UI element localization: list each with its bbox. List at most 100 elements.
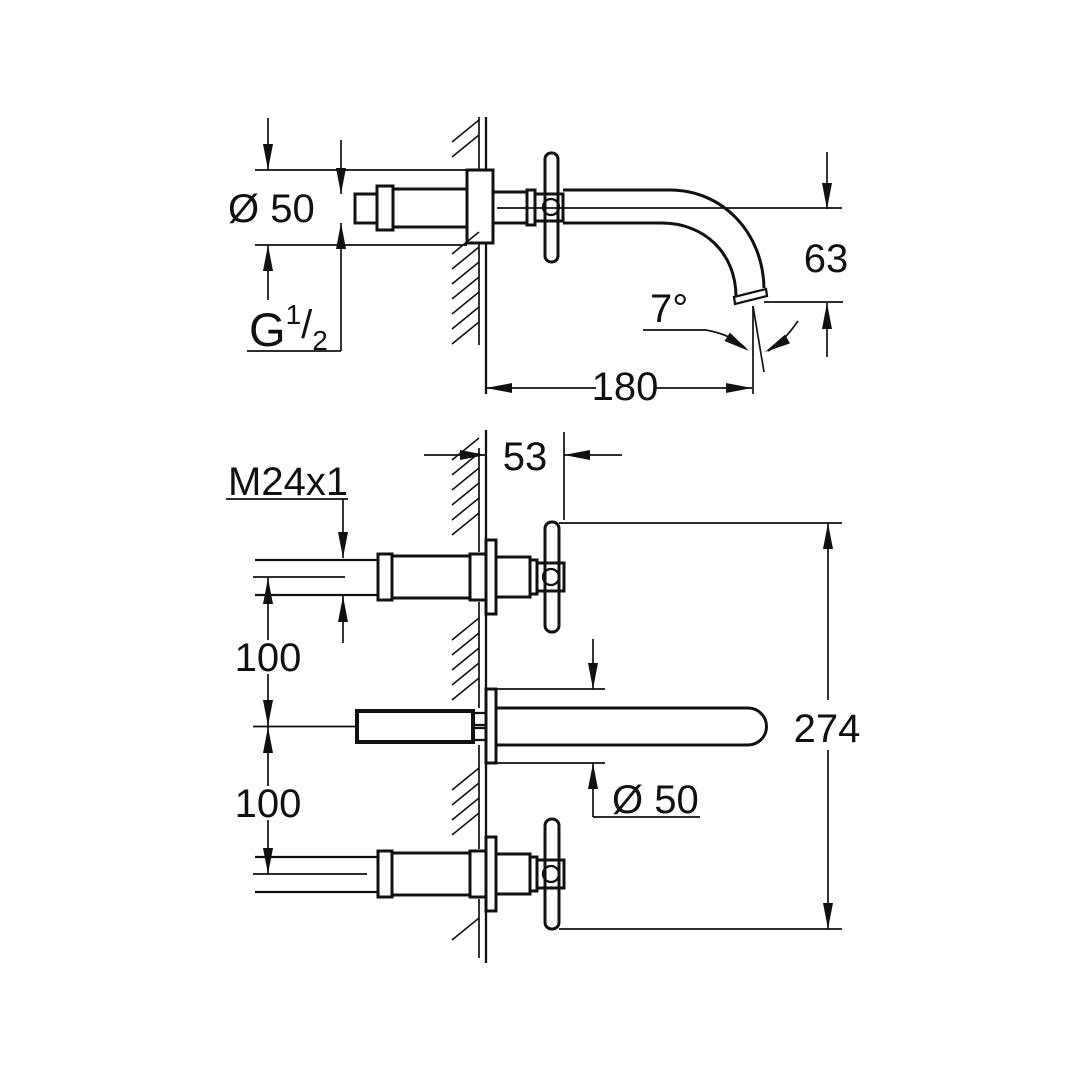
dim-label-63: 63 <box>804 237 849 281</box>
upper-valve-assembly <box>255 520 566 634</box>
dim-escutcheon-dia50-plan: Ø 50 <box>496 639 700 822</box>
dim-reach-180: 180 <box>486 365 752 409</box>
dimension-arrowhead <box>338 532 348 558</box>
dimension-arrowhead <box>263 727 273 753</box>
valve-end-cap <box>376 849 394 899</box>
top-cross-handle <box>491 151 842 264</box>
dim-label-100-upper: 100 <box>235 636 302 680</box>
top-spout <box>563 188 769 306</box>
cross-handle-bar <box>543 151 560 264</box>
handle-hub <box>535 858 566 890</box>
wall-hatch-tick <box>451 482 480 506</box>
valve-body <box>390 851 472 897</box>
spout-inner-profile <box>563 221 738 298</box>
wall-hatch-tick <box>451 246 480 270</box>
dimension-arrowhead <box>336 168 346 194</box>
bottom-view: 53 M24x1 100 100 <box>226 430 860 963</box>
valve-body <box>390 554 472 600</box>
dim-thread-m24x1: M24x1 <box>226 460 348 643</box>
dim-angle-7deg: 7° <box>643 287 799 394</box>
top-wall-hatch-lower <box>451 231 480 345</box>
dim-projection-53: 53 <box>424 432 622 520</box>
dim-label-7deg: 7° <box>650 287 688 331</box>
spout-outlet <box>732 287 769 306</box>
wall-hatch-tick <box>451 119 480 143</box>
top-wall-hatch <box>451 119 480 158</box>
top-valve-body <box>353 184 469 232</box>
dimension-arrowhead <box>263 848 273 874</box>
dimension-arrowhead <box>823 903 833 929</box>
dimension-arrowhead <box>726 383 752 393</box>
valve-wall-collar <box>468 552 488 602</box>
handle-hub <box>535 561 566 593</box>
wall-hatch-tick <box>451 617 480 641</box>
dimension-arrowhead <box>338 596 348 622</box>
wall-hatch-tick <box>451 782 480 806</box>
wall-hatch-tick <box>451 797 480 821</box>
top-view: Ø 50 G1/2 63 7° <box>228 117 848 409</box>
valve-end-cap <box>376 552 394 602</box>
wall-hatch-tick <box>451 467 480 491</box>
dimension-arrowhead <box>263 245 273 271</box>
spindle-housing <box>494 852 532 896</box>
wall-hatch-tick <box>451 134 480 158</box>
dim-escutcheon-diameter: Ø 50 <box>228 118 467 300</box>
dimension-arrowhead <box>564 450 590 460</box>
wall-hatch-tick <box>451 632 480 656</box>
spindle-housing <box>494 555 532 599</box>
dimension-arrowhead <box>823 523 833 549</box>
dim-label-dia50-plan: Ø 50 <box>612 778 699 822</box>
valve-cartridge <box>391 187 469 229</box>
dim-label-m24x1: M24x1 <box>228 460 348 504</box>
dim-hole-spacing: 100 100 <box>235 576 367 875</box>
dimension-arrowhead <box>822 303 832 329</box>
dimension-arrowhead <box>460 450 486 460</box>
spout-rounded-end <box>747 706 768 747</box>
wall-hatch-tick <box>451 261 480 285</box>
wall-hatch-tick <box>451 767 480 791</box>
dimension-arrowhead <box>336 223 346 249</box>
dimension-arrowhead <box>486 383 512 393</box>
wall-hatch-tick <box>451 677 480 701</box>
spout-assembly-plan <box>253 706 768 747</box>
dim-spout-drop-63: 63 <box>764 152 848 357</box>
dim-label-53: 53 <box>503 435 548 479</box>
spout-outer-profile <box>563 188 766 289</box>
dimension-arrowhead <box>822 183 832 209</box>
wall-hatch-tick <box>451 512 480 536</box>
wall-hatch-tick <box>451 437 480 461</box>
inlet-nipple <box>353 192 379 225</box>
spout-nut-lower <box>471 726 488 742</box>
wall-hatch-tick <box>451 917 480 941</box>
dim-label-274: 274 <box>794 707 861 751</box>
valve-collar <box>375 184 395 232</box>
spout-nut-upper <box>471 711 488 727</box>
wall-hatch-tick <box>451 291 480 315</box>
dim-label-180: 180 <box>592 365 659 409</box>
spout-connector-body <box>355 709 475 744</box>
cross-handle-bar <box>543 817 561 931</box>
wall-hatch-tick <box>451 497 480 521</box>
bottom-wall <box>451 430 488 963</box>
wall-hatch-tick <box>451 321 480 345</box>
dim-label-100-lower: 100 <box>235 782 302 826</box>
dimension-arrowhead <box>588 763 598 789</box>
wall-hatch-tick <box>451 276 480 300</box>
bottom-wall-hatch <box>451 437 480 941</box>
valve-wall-collar <box>468 849 488 899</box>
wall-hatch-tick <box>451 647 480 671</box>
dimension-arrowhead <box>263 700 273 726</box>
dim-label-g-half: G1/2 <box>249 299 328 356</box>
dim-g-half-thread: G1/2 <box>247 140 346 356</box>
escutcheon-spout <box>484 687 498 765</box>
dimension-arrowhead <box>263 578 273 604</box>
wall-hatch-tick <box>451 306 480 330</box>
cross-handle-bar <box>543 520 561 634</box>
top-escutcheon <box>465 168 495 245</box>
wall-hatch-tick <box>451 662 480 686</box>
wall-hatch-tick <box>451 812 480 836</box>
dimension-arrowhead <box>588 663 598 689</box>
lower-valve-assembly <box>255 817 566 931</box>
dim-overall-274: 274 <box>559 522 861 930</box>
